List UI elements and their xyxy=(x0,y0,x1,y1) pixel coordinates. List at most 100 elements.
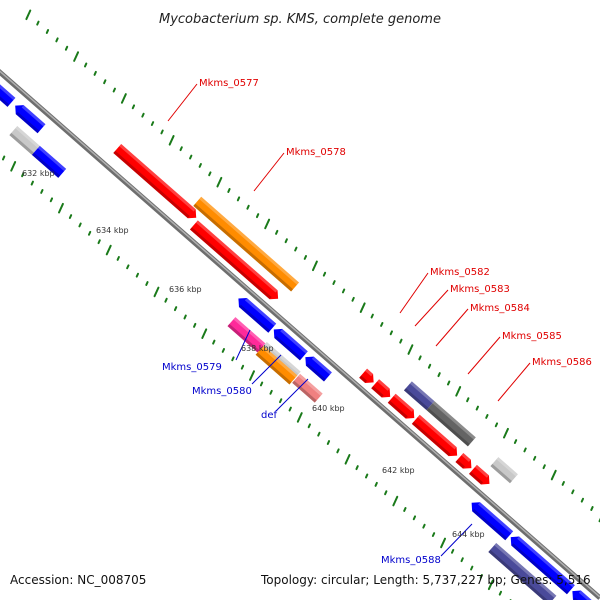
gene-mkms-0582-body xyxy=(359,368,374,383)
minor-tick xyxy=(351,296,355,302)
gene-mkms-0585 xyxy=(426,401,476,447)
gene-label-mkms-0585[interactable]: Mkms_0585 xyxy=(502,331,562,342)
gene-mkms-0583-highlight xyxy=(377,379,390,391)
minor-tick xyxy=(523,447,527,453)
gene-rev-5 xyxy=(238,297,277,333)
minor-tick xyxy=(1,155,6,161)
gene-rev-2 xyxy=(0,82,16,107)
gene-mkms-0588 xyxy=(488,542,557,600)
gene-label-mkms-0584[interactable]: Mkms_0584 xyxy=(470,303,530,314)
major-tick xyxy=(344,453,351,465)
gene-rev-6-highlight xyxy=(280,328,308,354)
minor-tick xyxy=(131,104,136,110)
minor-tick xyxy=(279,398,283,404)
leader-line xyxy=(497,362,531,402)
major-tick xyxy=(168,135,175,146)
gene-label-mkms-0583[interactable]: Mkms_0583 xyxy=(450,284,510,295)
gene-label-mkms-0578[interactable]: Mkms_0578 xyxy=(286,147,346,158)
minor-tick xyxy=(403,507,407,512)
minor-tick xyxy=(485,414,489,419)
gene-label-mkms-0588[interactable]: Mkms_0588 xyxy=(381,555,441,566)
gene-rev-8-highlight xyxy=(478,502,514,534)
genome-backbone xyxy=(0,69,600,600)
label-leader-lines xyxy=(167,83,531,557)
gene-mkms-0583 xyxy=(371,379,391,398)
gene-rev-9-body xyxy=(510,536,575,595)
minor-tick xyxy=(532,455,537,461)
gene-mkms-0582-highlight xyxy=(365,368,374,377)
gene-mkms-0584-slate-shade xyxy=(403,388,429,411)
gene-rev-3-highlight xyxy=(21,105,46,127)
gene-mkms-0588-highlight xyxy=(494,542,557,598)
minor-tick xyxy=(160,129,164,135)
gene-label-mkms-0580[interactable]: Mkms_0580 xyxy=(192,386,252,397)
minor-tick xyxy=(431,532,436,538)
major-tick xyxy=(25,9,32,21)
minor-tick xyxy=(494,422,499,428)
gene-label-def[interactable]: def xyxy=(261,410,278,421)
minor-tick xyxy=(64,45,69,51)
gene-mkms-0577b-shade xyxy=(189,227,272,300)
gene-rev-8-shade xyxy=(472,509,508,541)
leader-line xyxy=(440,523,473,557)
gene-label-mkms-0577[interactable]: Mkms_0577 xyxy=(199,78,259,89)
gene-mkms-0580 xyxy=(255,345,298,385)
minor-tick xyxy=(83,62,88,68)
minor-tick xyxy=(141,112,145,118)
minor-tick xyxy=(326,440,331,445)
minor-tick xyxy=(179,146,183,152)
gene-mkms-0585b-body xyxy=(455,453,472,469)
major-tick xyxy=(216,176,223,188)
minor-tick xyxy=(193,322,197,328)
tick-label: 644 kbp xyxy=(452,530,485,539)
minor-tick xyxy=(116,255,120,261)
genome-stats-text: Topology: circular; Length: 5,737,227 bp… xyxy=(261,573,591,587)
minor-tick xyxy=(145,281,149,286)
gene-mkms-0577-body xyxy=(113,143,197,219)
leader-line xyxy=(275,378,309,412)
minor-tick xyxy=(55,37,59,43)
minor-tick xyxy=(303,255,308,260)
minor-tick xyxy=(236,196,241,202)
gene-rev-9 xyxy=(510,536,575,595)
gene-def xyxy=(292,373,323,403)
major-tick xyxy=(153,286,160,298)
minor-tick xyxy=(580,497,585,503)
minor-tick xyxy=(341,288,346,294)
gene-label-mkms-0579[interactable]: Mkms_0579 xyxy=(162,362,222,373)
gene-mkms-0577-highlight xyxy=(119,143,196,212)
gene-rev-8 xyxy=(471,502,514,541)
major-tick xyxy=(120,93,127,104)
gene-mkms-0584-highlight xyxy=(417,414,457,450)
minor-tick xyxy=(307,423,311,429)
gene-rev-3-body xyxy=(15,105,46,134)
gene-rev-7-shade xyxy=(305,363,326,382)
major-tick xyxy=(311,260,318,272)
minor-tick xyxy=(87,230,92,236)
minor-tick xyxy=(412,515,417,521)
gene-rev-5-shade xyxy=(238,304,271,333)
gene-mkms-0577b-highlight xyxy=(195,220,278,293)
gene-rev-gray-highlight xyxy=(15,126,40,149)
gene-mkms-0577-shade xyxy=(113,150,190,219)
gene-label-mkms-0586[interactable]: Mkms_0586 xyxy=(532,357,592,368)
gene-rev-4-body xyxy=(31,145,67,178)
minor-tick xyxy=(355,465,359,471)
gene-mkms-0585-body xyxy=(426,401,476,447)
major-tick xyxy=(264,218,271,230)
major-tick xyxy=(455,386,462,397)
gene-mkms-0578 xyxy=(193,196,300,292)
gene-mkms-0579-body xyxy=(227,317,266,353)
gene-rev-7-highlight xyxy=(311,356,332,375)
minor-tick xyxy=(150,121,155,126)
minor-tick xyxy=(384,490,388,496)
gene-label-mkms-0582[interactable]: Mkms_0582 xyxy=(430,267,490,278)
gene-mkms-0580-highlight xyxy=(261,345,298,378)
major-tick xyxy=(296,412,303,423)
minor-tick xyxy=(498,590,503,596)
minor-tick xyxy=(590,506,594,511)
minor-tick xyxy=(288,406,292,412)
gene-mkms-0584-slate xyxy=(403,381,435,411)
gene-mkms-0585b-highlight xyxy=(461,453,471,462)
gene-rev-4-shade xyxy=(31,152,61,178)
